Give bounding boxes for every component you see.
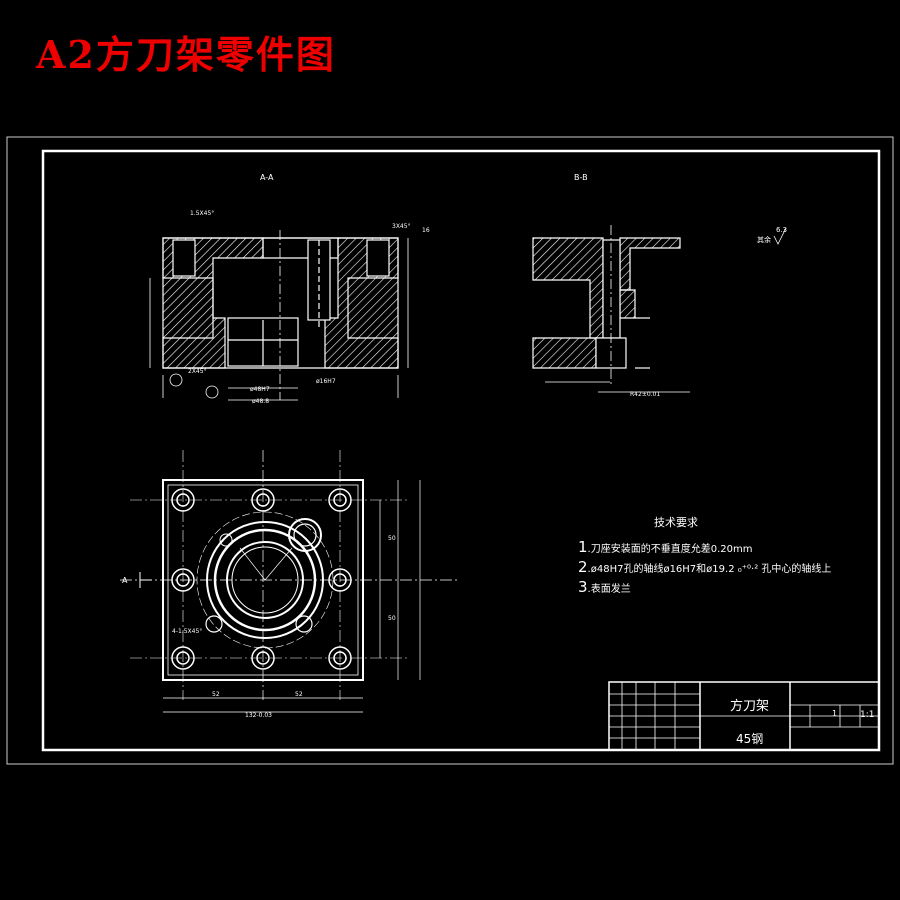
dim-50-bottom: 50 — [388, 615, 396, 622]
dim-52-right: 52 — [295, 691, 303, 698]
dim-chamfer-4-1-5: 4-1.5X45° — [172, 628, 202, 635]
dim-50-top: 50 — [388, 535, 396, 542]
plan-view — [120, 450, 460, 713]
dim-52-left: 52 — [212, 691, 220, 698]
title-block-material: 45钢 — [736, 732, 764, 746]
tech-req-item: 2.ø48H7孔的轴线ø16H7和ø19.2 ₀⁺⁰·² 孔中心的轴线上 — [578, 558, 831, 576]
dim-d48-8-aa: ø48.8 — [252, 398, 269, 405]
tech-req-num: 3 — [578, 578, 588, 596]
tech-req-heading: 技术要求 — [654, 516, 698, 529]
dim-width-132: 132-0.03 — [245, 712, 272, 719]
tech-req-num: 2 — [578, 558, 588, 576]
title-block — [608, 681, 880, 751]
roughness-other-value: 6.3 — [776, 226, 787, 234]
tech-req-text: .表面发兰 — [587, 584, 631, 595]
outer-border — [6, 136, 894, 765]
tech-req-item: 1.刀座安装面的不垂直度允差0.20mm — [578, 538, 808, 556]
roughness-symbol — [773, 227, 787, 245]
dim-d16h7-aa: ø16H7 — [316, 378, 336, 385]
roughness-other-label: 其余 — [757, 235, 771, 244]
section-bb-view — [532, 225, 690, 393]
dim-chamfer-2: 2X45° — [188, 368, 207, 375]
tech-req-text: .ø48H7孔的轴线ø16H7和ø19.2 ₀⁺⁰·² 孔中心的轴线上 — [587, 564, 832, 575]
technical-requirements: 技术要求 1.刀座安装面的不垂直度允差0.20mm 2.ø48H7孔的轴线ø16… — [578, 514, 831, 598]
section-aa-view — [162, 230, 399, 400]
section-aa-dimensions — [149, 238, 409, 401]
dim-d48h7-aa: ø48H7 — [250, 386, 270, 393]
tech-req-num: 1 — [578, 538, 588, 556]
dim-chamfer-1-5: 1.5X45° — [190, 210, 214, 217]
section-aa-label: A-A — [260, 173, 274, 182]
dim-chamfer-3: 3X45° — [392, 223, 411, 230]
section-bb-label: B-B — [574, 173, 588, 182]
title-block-scale: 1:1 — [860, 710, 875, 720]
tech-req-text: .刀座安装面的不垂直度允差0.20mm — [587, 544, 753, 555]
title-block-qty: 1 — [832, 709, 837, 718]
roughness-16-aa: 16 — [422, 227, 430, 234]
inner-border — [41, 149, 881, 752]
tech-req-item: 3.表面发兰 — [578, 578, 808, 596]
page-title: A2方刀架零件图 — [36, 32, 336, 77]
section-marker-a: A — [122, 576, 128, 585]
dim-r42: R42±0.01 — [630, 391, 660, 398]
title-block-part-name: 方刀架 — [730, 699, 770, 714]
